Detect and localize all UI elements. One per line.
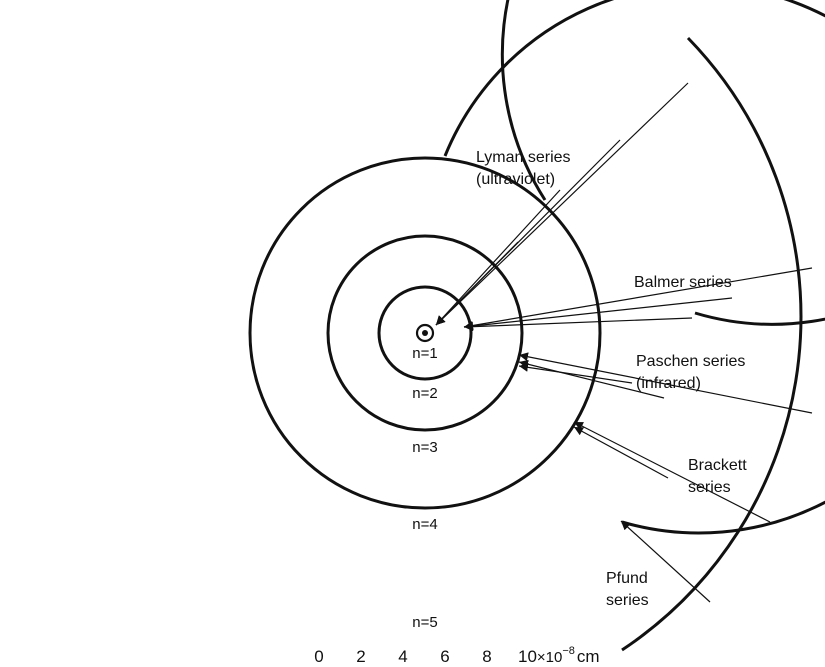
scale-tick-label: 2	[356, 647, 365, 666]
pfund-series-label: Pfund	[606, 570, 648, 587]
paschen-series-rays	[518, 352, 813, 414]
balmer-series-rays	[463, 267, 813, 332]
pfund-series-rays	[620, 520, 711, 603]
lyman-series-label: Lyman series	[476, 149, 571, 166]
scale-tick-label: 10	[518, 647, 537, 666]
orbit-n5	[443, 0, 825, 535]
level-label-n4: n=4	[412, 516, 437, 533]
level-label-n1: n=1	[412, 345, 437, 362]
level-label-n3: n=3	[412, 439, 437, 456]
outer-arc	[621, 36, 803, 652]
orbit-n2	[326, 234, 524, 432]
scale-unit-prefix: ×10	[537, 649, 562, 666]
scale-tick-label: 0	[314, 647, 323, 666]
scale-tick-label: 6	[440, 647, 449, 666]
level-label-n2: n=2	[412, 385, 437, 402]
nucleus	[415, 323, 435, 343]
paschen-series-label: Paschen series	[636, 353, 745, 370]
orbit-n1	[377, 285, 473, 381]
pfund-series-sublabel: series	[606, 592, 649, 609]
scale-unit-exponent: −8	[562, 645, 575, 657]
balmer-series-label: Balmer series	[634, 274, 732, 291]
scale-unit: cm	[577, 647, 600, 666]
level-label-n5: n=5	[412, 614, 437, 631]
paschen-series-sublabel: (infrared)	[636, 375, 701, 392]
brackett-series-rays	[573, 421, 771, 523]
orbit-n3	[248, 156, 602, 510]
lyman-series-sublabel: (ultraviolet)	[476, 171, 555, 188]
brackett-series-sublabel: series	[688, 479, 731, 496]
scale-tick-label: 8	[482, 647, 491, 666]
lyman-series-rays	[435, 82, 689, 326]
scale-tick-label: 4	[398, 647, 407, 666]
brackett-series-label: Brackett	[688, 457, 747, 474]
